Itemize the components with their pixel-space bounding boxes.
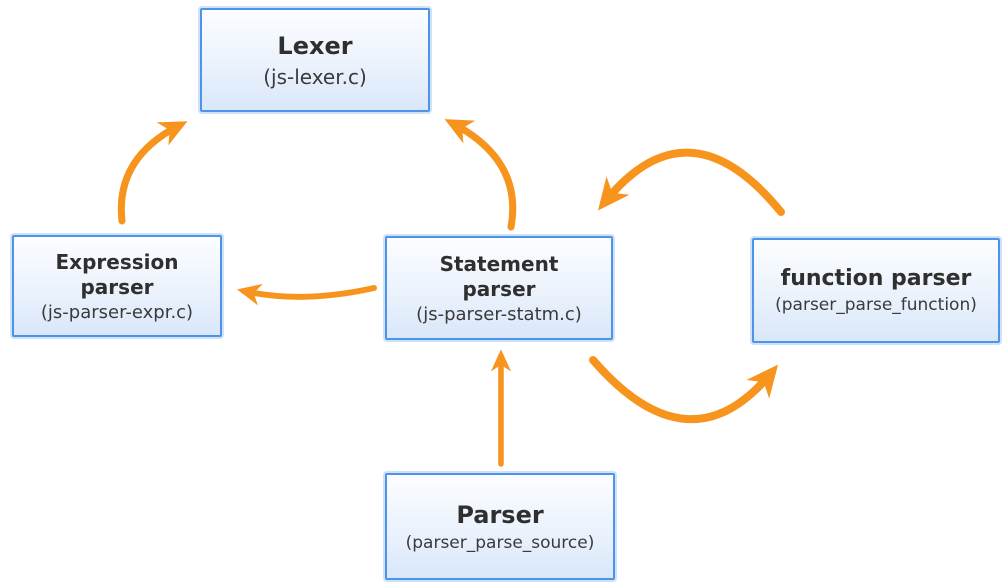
node-function-parser-title: function parser: [780, 266, 972, 291]
node-statement-parser: Statement parser (js-parser-statm.c): [385, 236, 613, 340]
arrow-statement-parser-to-function-parser: [589, 356, 779, 423]
node-expression-parser-title: Expression parser: [55, 249, 179, 299]
node-expression-parser: Expression parser (js-parser-expr.c): [12, 235, 222, 337]
arrow-expression-parser-to-lexer: [117, 121, 188, 225]
arrow-function-parser-to-statement-parser: [597, 148, 785, 216]
node-lexer-subtitle: (js-lexer.c): [263, 64, 367, 89]
arrow-statement-parser-to-lexer: [444, 119, 517, 231]
node-function-parser: function parser (parser_parse_function): [752, 238, 1000, 343]
node-statement-parser-subtitle: (js-parser-statm.c): [416, 303, 582, 325]
arrow-statement-parser-to-expression-parser: [236, 283, 377, 306]
node-expression-parser-subtitle: (js-parser-expr.c): [40, 301, 194, 323]
node-lexer-title: Lexer: [277, 31, 353, 60]
node-function-parser-subtitle: (parser_parse_function): [775, 295, 977, 315]
node-parser: Parser (parser_parse_source): [385, 473, 615, 580]
node-parser-title: Parser: [456, 500, 544, 529]
node-statement-parser-title: Statement parser: [439, 251, 559, 301]
node-parser-subtitle: (parser_parse_source): [405, 532, 595, 553]
node-lexer: Lexer (js-lexer.c): [200, 8, 430, 112]
